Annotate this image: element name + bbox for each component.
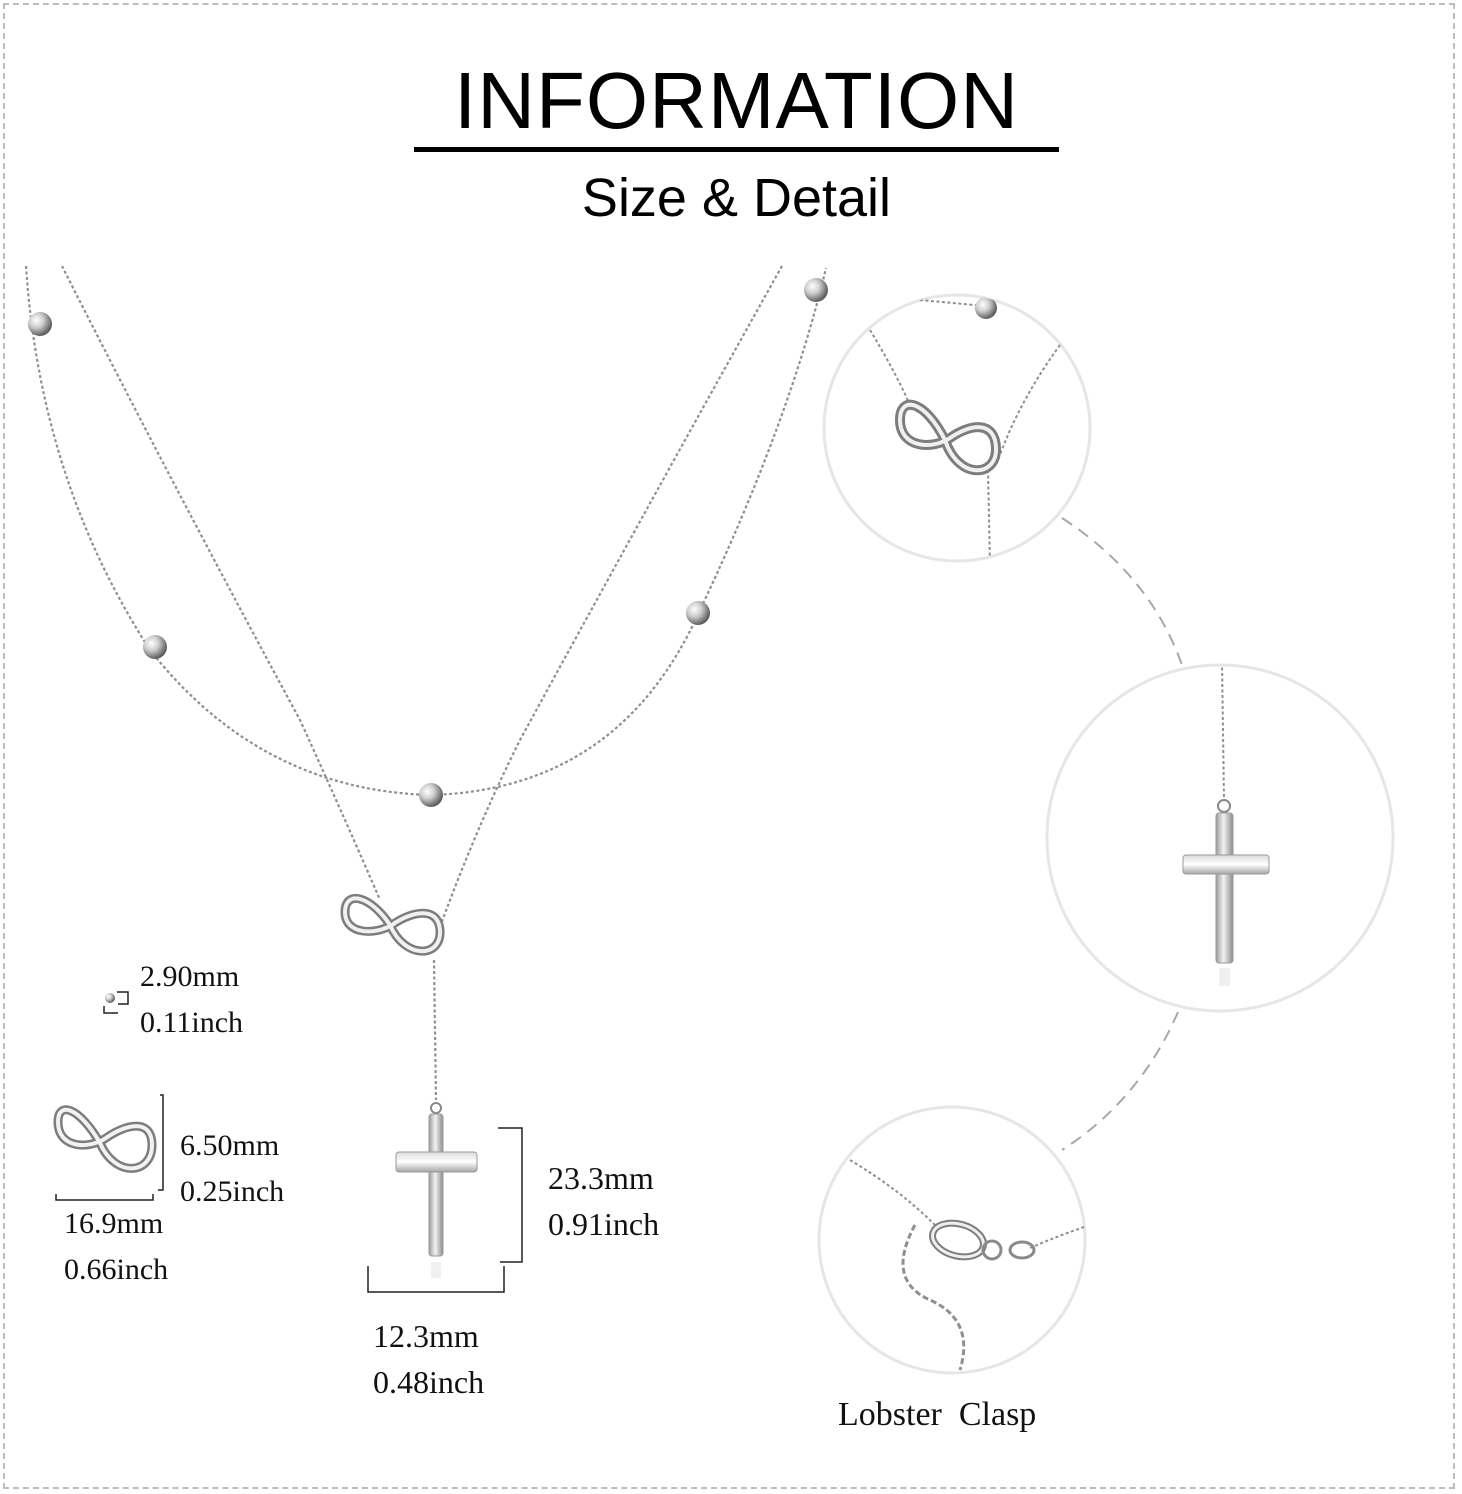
- detail-circle-infinity: [822, 293, 1092, 563]
- cross-height-label: 23.3mm 0.91inch: [548, 1155, 659, 1247]
- infinity-width-mm: 16.9mm: [64, 1207, 164, 1240]
- page-subtitle: Size & Detail: [581, 168, 892, 228]
- infinity-width-inch: 0.66inch: [64, 1253, 169, 1286]
- cross-height-mm: 23.3mm: [548, 1160, 654, 1196]
- cross-width-label: 12.3mm 0.48inch: [373, 1313, 484, 1405]
- detail-circle-clasp: [817, 1105, 1087, 1375]
- upper-beaded-chain: [24, 265, 828, 797]
- bead: [419, 783, 443, 807]
- cross-height-inch: 0.91inch: [548, 1206, 660, 1242]
- cross-width-mm: 12.3mm: [373, 1318, 479, 1354]
- infinity-pendant: [340, 893, 445, 956]
- page-title: INFORMATION: [453, 56, 1020, 145]
- lobster-clasp-label: Lobster Clasp: [838, 1396, 1037, 1433]
- infinity-width-label: 16.9mm 0.66inch: [64, 1201, 168, 1293]
- infinity-height-inch: 0.25inch: [180, 1175, 285, 1208]
- bead-size-mm: 2.90mm: [140, 960, 240, 993]
- bead: [28, 312, 52, 336]
- cross-width-inch: 0.48inch: [373, 1364, 485, 1400]
- infinity-height-label: 6.50mm 0.25inch: [180, 1123, 284, 1215]
- bead: [804, 278, 828, 302]
- beads: [28, 278, 828, 807]
- bead: [143, 635, 167, 659]
- bead-size-inch: 0.11inch: [140, 1006, 244, 1039]
- cross-pendant: [395, 1102, 478, 1278]
- infinity-dimension-icon: [53, 1105, 157, 1173]
- bead: [686, 601, 710, 625]
- dimension-brackets: [55, 991, 523, 1293]
- dashed-frame: [3, 3, 1455, 1489]
- lower-lariat-chain: [61, 265, 783, 1101]
- title-underline: [414, 147, 1059, 152]
- infinity-height-mm: 6.50mm: [180, 1129, 280, 1162]
- bead-dimension-label: 2.90mm 0.11inch: [140, 954, 243, 1046]
- detail-connector-arc: [1061, 517, 1183, 1151]
- detail-circle-cross: [1045, 663, 1395, 1013]
